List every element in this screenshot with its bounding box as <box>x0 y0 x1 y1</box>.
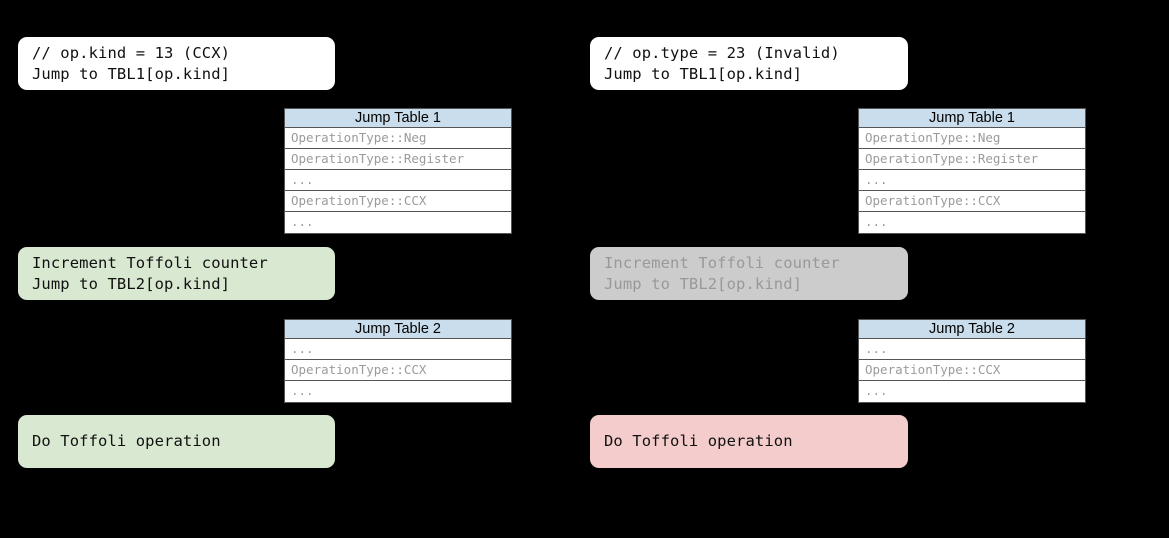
jump-table-1-invalid-path: Jump Table 1 OperationType::Neg Operatio… <box>858 108 1086 234</box>
table-row: OperationType::CCX <box>285 360 511 381</box>
jump-table-2-valid-path: Jump Table 2 ... OperationType::CCX ... <box>284 319 512 403</box>
terminal-box-valid-path: Do Toffoli operation <box>18 415 335 468</box>
table-row: OperationType::CCX <box>859 360 1085 381</box>
terminal-box-invalid-path: Do Toffoli operation <box>590 415 908 468</box>
table-row: ... <box>285 339 511 360</box>
table-row: ... <box>865 214 888 229</box>
jump-table-1-title: Jump Table 1 <box>859 109 1085 128</box>
table-row: OperationType::Neg <box>859 128 1085 149</box>
entry-line-2: Jump to TBL1[op.kind] <box>32 64 231 83</box>
jump-table-2-title: Jump Table 2 <box>285 320 511 339</box>
jump-table-2-title: Jump Table 2 <box>859 320 1085 339</box>
table-row: OperationType::Register <box>859 149 1085 170</box>
increment-box-valid-path: Increment Toffoli counter Jump to TBL2[o… <box>18 247 335 300</box>
entry-line-1: // op.kind = 13 (CCX) <box>32 43 231 62</box>
increment-box-invalid-path: Increment Toffoli counter Jump to TBL2[o… <box>590 247 908 300</box>
increment-line-2: Jump to TBL2[op.kind] <box>32 274 231 293</box>
jump-table-1-title: Jump Table 1 <box>285 109 511 128</box>
increment-line-1: Increment Toffoli counter <box>32 253 268 272</box>
table-row: ... <box>865 383 888 398</box>
table-row: OperationType::Register <box>285 149 511 170</box>
table-row: OperationType::CCX <box>285 191 511 212</box>
table-row: ... <box>285 170 511 191</box>
table-row: ... <box>291 383 314 398</box>
table-row: OperationType::CCX <box>859 191 1085 212</box>
entry-line-1: // op.type = 23 (Invalid) <box>604 43 840 62</box>
increment-line-1: Increment Toffoli counter <box>604 253 840 272</box>
terminal-line-1: Do Toffoli operation <box>32 432 221 450</box>
table-row: ... <box>859 170 1085 191</box>
entry-box-valid-path: // op.kind = 13 (CCX) Jump to TBL1[op.ki… <box>18 37 335 90</box>
table-row: ... <box>291 214 314 229</box>
table-row: OperationType::Neg <box>285 128 511 149</box>
terminal-line-1: Do Toffoli operation <box>604 432 793 450</box>
increment-line-2: Jump to TBL2[op.kind] <box>604 274 803 293</box>
entry-box-invalid-path: // op.type = 23 (Invalid) Jump to TBL1[o… <box>590 37 908 90</box>
entry-line-2: Jump to TBL1[op.kind] <box>604 64 803 83</box>
jump-table-2-invalid-path: Jump Table 2 ... OperationType::CCX ... <box>858 319 1086 403</box>
jump-table-1-valid-path: Jump Table 1 OperationType::Neg Operatio… <box>284 108 512 234</box>
table-row: ... <box>859 339 1085 360</box>
